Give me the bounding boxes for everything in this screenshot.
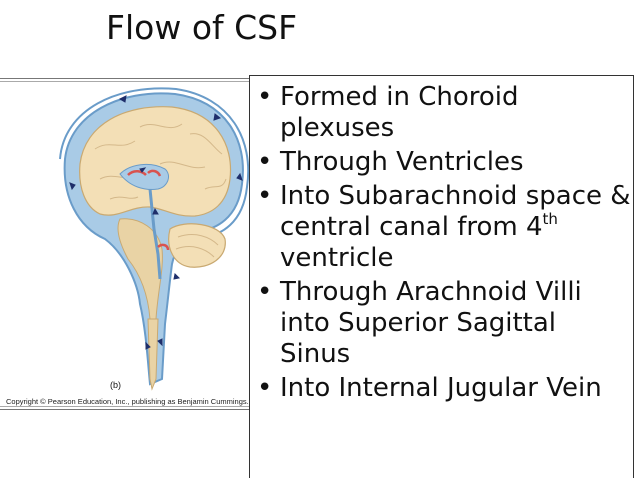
bullet-item: • Through Ventricles — [250, 147, 633, 178]
bullet-glyph: • — [257, 181, 273, 211]
bullet-text-continued: ventricle — [280, 243, 394, 273]
bullet-item: • Into Internal Jugular Vein — [250, 373, 633, 404]
brain-csf-illustration — [59, 87, 250, 391]
bullet-text: Formed in Choroid plexuses — [280, 82, 519, 143]
bullet-item: • Through Arachnoid Villi into Superior … — [250, 277, 633, 370]
bullet-glyph: • — [257, 82, 273, 112]
bullet-text: Into Internal Jugular Vein — [280, 373, 602, 403]
bullet-glyph: • — [257, 277, 273, 307]
copyright-text: Copyright © Pearson Education, Inc., pub… — [6, 397, 249, 406]
bullet-item: • Formed in Choroid plexuses — [250, 82, 633, 144]
bullet-text: Into Subarachnoid space & central canal … — [280, 181, 631, 242]
bullet-text: Through Ventricles — [280, 147, 524, 177]
bullet-list: • Formed in Choroid plexuses • Through V… — [250, 82, 633, 407]
bullet-text: Through Arachnoid Villi into Superior Sa… — [280, 277, 582, 369]
brain-figure: (b) Copyright © Pearson Education, Inc.,… — [0, 78, 251, 410]
bullet-panel: • Formed in Choroid plexuses • Through V… — [249, 75, 634, 478]
bullet-glyph: • — [257, 147, 273, 177]
figure-label: (b) — [110, 380, 121, 390]
bullet-superscript: th — [542, 210, 558, 228]
slide-title: Flow of CSF — [106, 8, 298, 47]
bullet-glyph: • — [257, 373, 273, 403]
bullet-item: • Into Subarachnoid space & central cana… — [250, 181, 633, 274]
